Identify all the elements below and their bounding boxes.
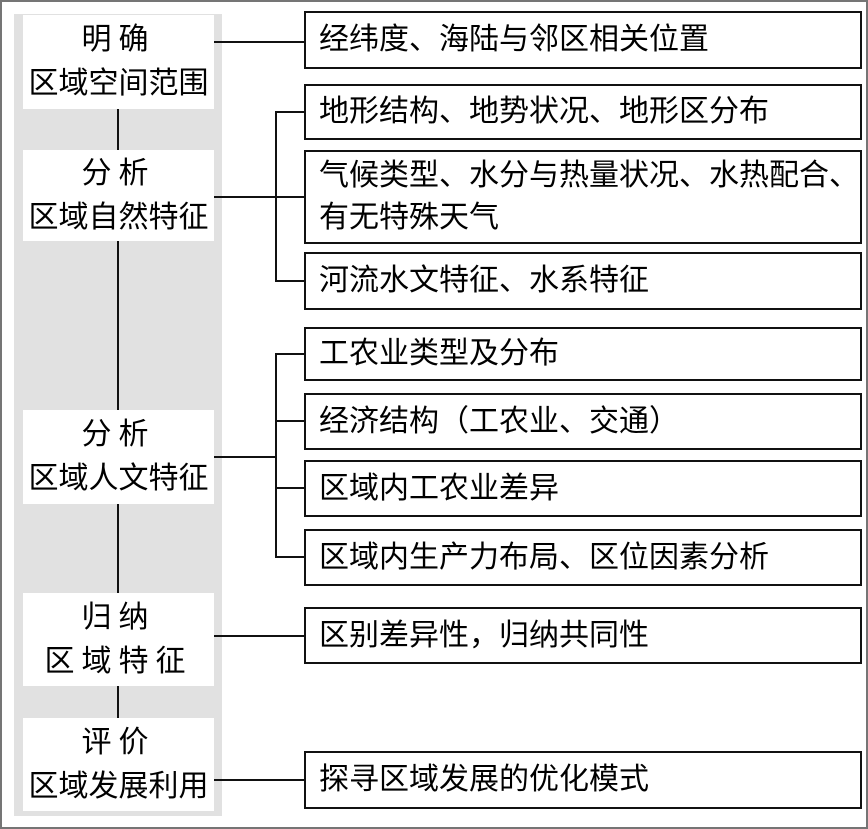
connector-stub-terrain [275,111,304,113]
stage-label-line2: 区域自然特征 [28,200,209,234]
connector-human-main [214,456,276,458]
detail-box-common-features: 区别差异性，归纳共同性 [304,607,862,664]
stage-label-line2: 区域发展利用 [28,769,209,803]
connector-stub-regional-differences [275,487,304,489]
connector-stage-1-2 [117,109,119,150]
connector-stage-3-4 [117,504,119,593]
connector-stub-economic-structure [275,420,304,422]
connector-stub-productivity [275,556,304,558]
stage-label-line2: 区域人文特征 [28,462,209,495]
stage-label-line1: 分析 [81,418,156,451]
connector-stage-4-5 [117,686,119,718]
connector-natural-bracket [275,111,277,282]
detail-box-economic-structure: 经济结构（工农业、交通） [304,393,862,450]
stage-label-line1: 评价 [81,725,156,759]
stage-label-line2: 区域特征 [44,644,193,678]
stage-label-line1: 明确 [81,23,156,56]
detail-box-terrain: 地形结构、地势状况、地形区分布 [304,84,862,140]
connector-natural-main [214,196,304,198]
connector-stage-2-3 [117,241,119,410]
stage-box-clarify-scope: 明确 区域空间范围 [23,15,214,109]
connector-stub-rivers [275,280,304,282]
connector-clarify-to-location [214,41,304,43]
connector-evaluate-to-model [214,779,304,781]
stage-label-line2: 区域空间范围 [28,67,209,100]
stage-box-analyze-natural: 分析 区域自然特征 [23,150,214,241]
detail-box-productivity-layout: 区域内生产力布局、区位因素分析 [304,529,862,586]
detail-box-location: 经纬度、海陆与邻区相关位置 [304,11,862,69]
detail-box-optimization-model: 探寻区域发展的优化模式 [304,751,862,809]
detail-box-regional-differences: 区域内工农业差异 [304,460,862,517]
connector-human-bracket [275,353,277,558]
connector-summarize-to-common [214,635,304,637]
connector-stub-industry-types [275,353,304,355]
detail-box-climate: 气候类型、水分与热量状况、水热配合、 有无特殊天气 [304,150,862,244]
stage-box-summarize: 归纳 区域特征 [23,593,214,686]
stage-label-line1: 归纳 [81,600,156,634]
stage-label-line1: 分析 [81,156,156,190]
stage-box-analyze-human: 分析 区域人文特征 [23,410,214,504]
detail-box-rivers: 河流水文特征、水系特征 [304,252,862,310]
stage-box-evaluate: 评价 区域发展利用 [23,718,214,811]
detail-box-industry-types: 工农业类型及分布 [304,327,862,381]
